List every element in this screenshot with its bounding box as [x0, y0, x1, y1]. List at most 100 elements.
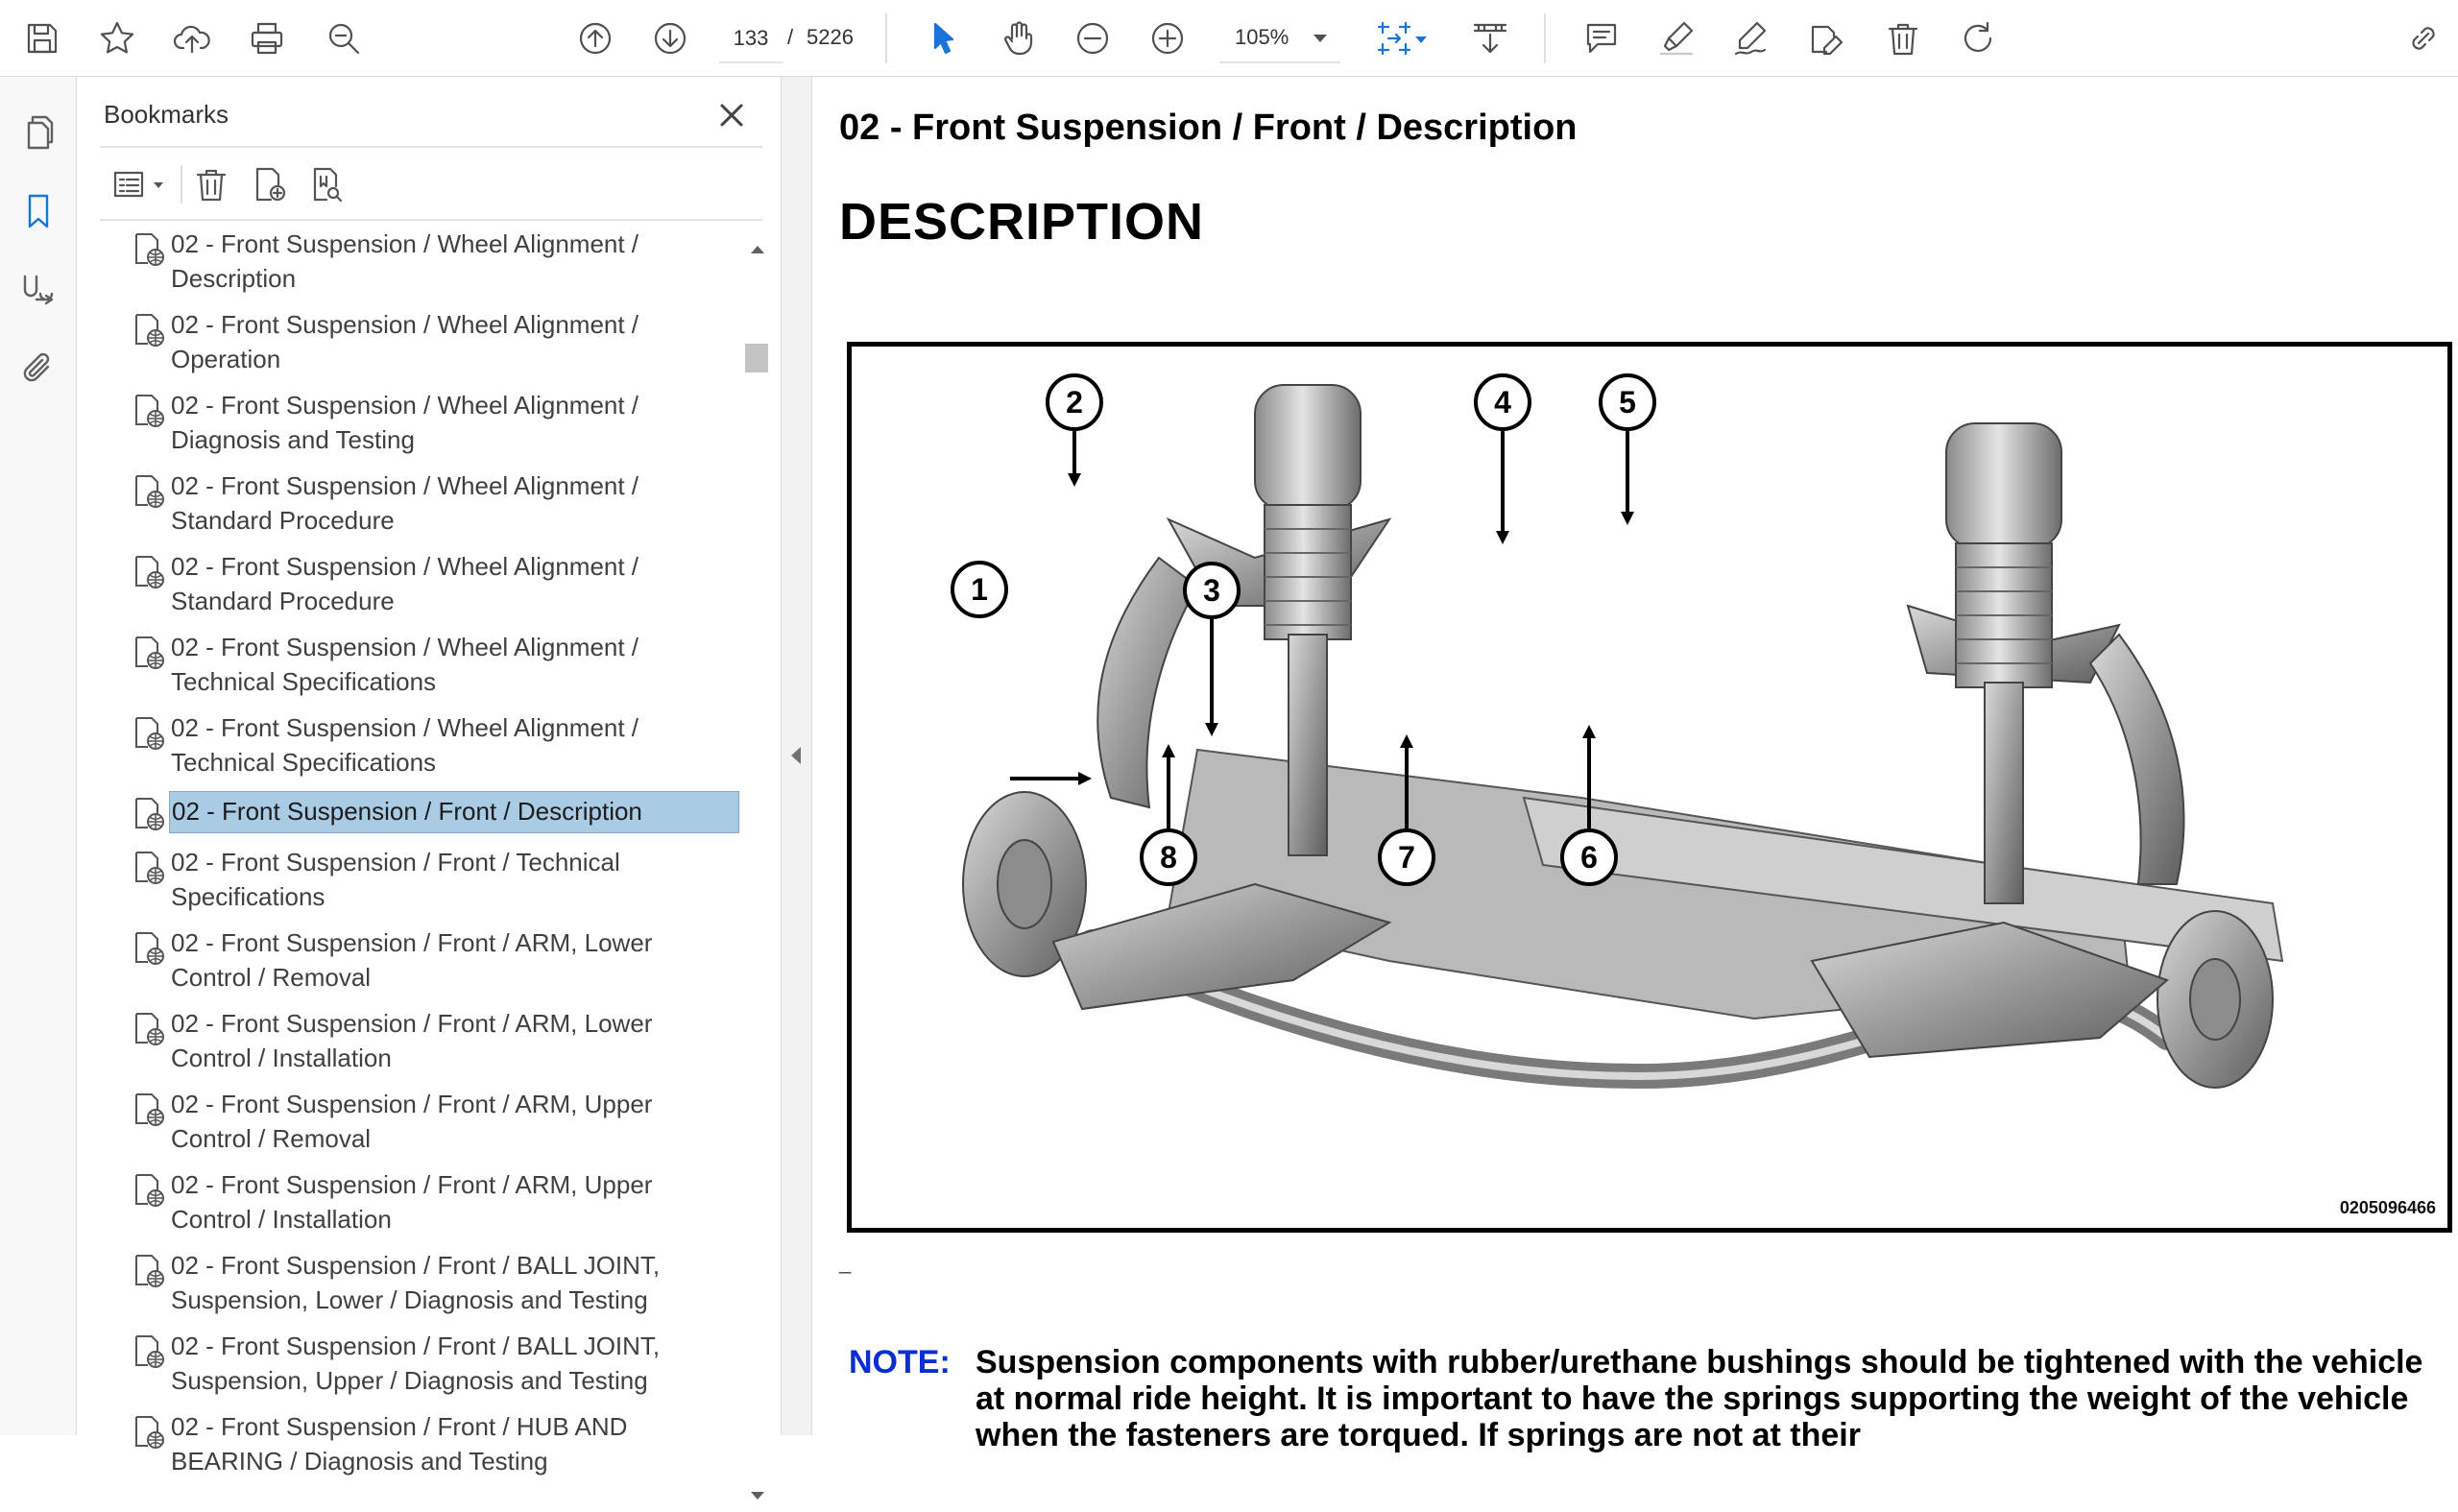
- print-button[interactable]: [240, 12, 294, 65]
- bookmark-label: 02 - Front Suspension / Front / ARM, Low…: [171, 928, 653, 992]
- save-button[interactable]: [15, 12, 69, 65]
- close-panel-button[interactable]: [711, 94, 753, 136]
- fit-page-icon: [1377, 21, 1411, 56]
- page-fit-button[interactable]: [1367, 12, 1427, 65]
- highlight-button[interactable]: [1650, 12, 1703, 65]
- note-label: NOTE:: [849, 1344, 951, 1380]
- page-thumbnails-button[interactable]: [15, 109, 61, 156]
- current-page-input[interactable]: 133: [718, 13, 783, 63]
- bookmark-label: 02 - Front Suspension / Front / HUB AND …: [171, 1412, 628, 1476]
- bookmark-star-button[interactable]: [90, 12, 144, 65]
- scrollbar-thumb[interactable]: [745, 344, 768, 372]
- upload-button[interactable]: [165, 12, 219, 65]
- panel-splitter[interactable]: [782, 77, 812, 1435]
- bookmark-item[interactable]: 02 - Front Suspension / Wheel Alignment …: [100, 549, 741, 618]
- bookmark-icon: [28, 194, 49, 228]
- callout-4: 4: [1494, 385, 1511, 420]
- bookmark-item[interactable]: 02 - Front Suspension / Wheel Alignment …: [100, 710, 741, 780]
- rotate-button[interactable]: [1951, 12, 2005, 65]
- link-edit-icon: [2412, 27, 2435, 50]
- bookmark-item[interactable]: 02 - Front Suspension / Front / HUB AND …: [100, 1409, 741, 1478]
- cloud-upload-icon: [173, 25, 210, 54]
- bookmark-page-icon: [133, 394, 165, 428]
- scroll-mode-button[interactable]: [1463, 12, 1517, 65]
- draw-button[interactable]: [1724, 12, 1778, 65]
- bookmarks-button[interactable]: [15, 188, 61, 234]
- chevron-down-icon: [1313, 35, 1327, 42]
- add-bookmark-button[interactable]: [244, 159, 294, 209]
- scroll-mode-icon: [1473, 23, 1507, 54]
- bookmark-label: 02 - Front Suspension / Front / ARM, Upp…: [171, 1170, 653, 1234]
- stray-mark: _: [839, 1250, 852, 1274]
- delete-bookmark-button[interactable]: [186, 159, 236, 209]
- bookmark-page-icon: [133, 851, 165, 885]
- next-page-button[interactable]: [643, 12, 697, 65]
- bookmark-options-button[interactable]: [100, 159, 163, 209]
- select-tool-button[interactable]: [916, 12, 970, 65]
- bookmark-item[interactable]: 02 - Front Suspension / Front / ARM, Upp…: [100, 1087, 741, 1156]
- toolbar-divider: [885, 13, 887, 63]
- comment-button[interactable]: [1575, 12, 1628, 65]
- zoom-level-select[interactable]: 105%: [1219, 13, 1340, 63]
- callout-2: 2: [1066, 385, 1083, 420]
- signatures-button[interactable]: [15, 267, 61, 313]
- bookmark-item[interactable]: 02 - Front Suspension / Wheel Alignment …: [100, 468, 741, 538]
- bookmark-item[interactable]: 02 - Front Suspension / Wheel Alignment …: [100, 227, 741, 296]
- save-icon: [27, 23, 58, 54]
- arrow-up-circle-icon: [579, 22, 612, 55]
- page-separator: /: [787, 25, 794, 49]
- bookmark-page-icon: [133, 474, 165, 509]
- bookmark-item[interactable]: 02 - Front Suspension / Front / ARM, Low…: [100, 1006, 741, 1075]
- scroll-down-icon[interactable]: [751, 1492, 764, 1500]
- collapse-panel-icon[interactable]: [791, 747, 801, 764]
- zoom-out-button[interactable]: [1066, 12, 1120, 65]
- attachments-button[interactable]: [15, 346, 61, 392]
- bookmark-item[interactable]: 02 - Front Suspension / Wheel Alignment …: [100, 388, 741, 457]
- zoom-in-button[interactable]: [1141, 12, 1194, 65]
- bookmark-label: 02 - Front Suspension / Wheel Alignment …: [171, 633, 639, 696]
- callout-3: 3: [1203, 573, 1220, 608]
- bookmark-item[interactable]: 02 - Front Suspension / Front / Technica…: [100, 845, 741, 914]
- callout-7: 7: [1398, 840, 1415, 875]
- bookmark-item[interactable]: 02 - Front Suspension / Front / BALL JOI…: [100, 1329, 741, 1398]
- paperclip-icon: [23, 352, 50, 382]
- bookmark-item[interactable]: 02 - Front Suspension / Front / ARM, Low…: [100, 925, 741, 995]
- scroll-up-icon[interactable]: [751, 246, 764, 253]
- document-view[interactable]: 02 - Front Suspension / Front / Descript…: [812, 77, 2458, 1453]
- bookmark-item[interactable]: 02 - Front Suspension / Wheel Alignment …: [100, 307, 741, 376]
- callout-6: 6: [1580, 840, 1598, 875]
- bookmarks-panel: Bookmarks 02 - Front Suspension / Wheel …: [77, 77, 782, 1500]
- bookmark-item[interactable]: 02 - Front Suspension / Front / ARM, Upp…: [100, 1167, 741, 1236]
- search-zoom-icon: [328, 23, 360, 55]
- find-button[interactable]: [317, 12, 371, 65]
- bookmark-label: 02 - Front Suspension / Wheel Alignment …: [171, 713, 639, 777]
- bookmark-scrollbar[interactable]: [743, 238, 770, 1512]
- bookmark-page-icon: [133, 1334, 165, 1369]
- fill-sign-button[interactable]: [1799, 12, 1853, 65]
- bookmark-label: 02 - Front Suspension / Front / BALL JOI…: [171, 1251, 661, 1314]
- bookmark-item[interactable]: 02 - Front Suspension / Wheel Alignment …: [100, 630, 741, 699]
- expand-bookmark-button[interactable]: [301, 159, 351, 209]
- divider: [100, 219, 762, 221]
- close-icon: [720, 104, 743, 127]
- bookmark-page-icon: [133, 1415, 165, 1450]
- total-pages: 5226: [807, 25, 854, 49]
- bookmark-item[interactable]: 02 - Front Suspension / Front / Descript…: [100, 791, 741, 833]
- previous-page-button[interactable]: [568, 12, 622, 65]
- arrow-down-circle-icon: [654, 22, 687, 55]
- suspension-figure: 1 2 3 4 5 6 7 8 0205096466: [847, 342, 2452, 1233]
- zoom-level-value: 105%: [1235, 25, 1289, 49]
- share-link-button[interactable]: [2397, 12, 2450, 65]
- bookmark-label: 02 - Front Suspension / Wheel Alignment …: [171, 552, 639, 615]
- delete-button[interactable]: [1876, 12, 1930, 65]
- trash-icon: [196, 169, 227, 202]
- toolbar-divider: [1544, 13, 1546, 63]
- plus-circle-icon: [1151, 22, 1184, 55]
- bookmark-item[interactable]: 02 - Front Suspension / Front / BALL JOI…: [100, 1248, 741, 1317]
- hand-tool-button[interactable]: [991, 12, 1045, 65]
- sign-edit-icon: [1811, 25, 1844, 56]
- signature-icon: [23, 275, 54, 305]
- minus-circle-icon: [1076, 22, 1109, 55]
- navigation-rail: [0, 77, 77, 1435]
- callout-1: 1: [971, 572, 988, 607]
